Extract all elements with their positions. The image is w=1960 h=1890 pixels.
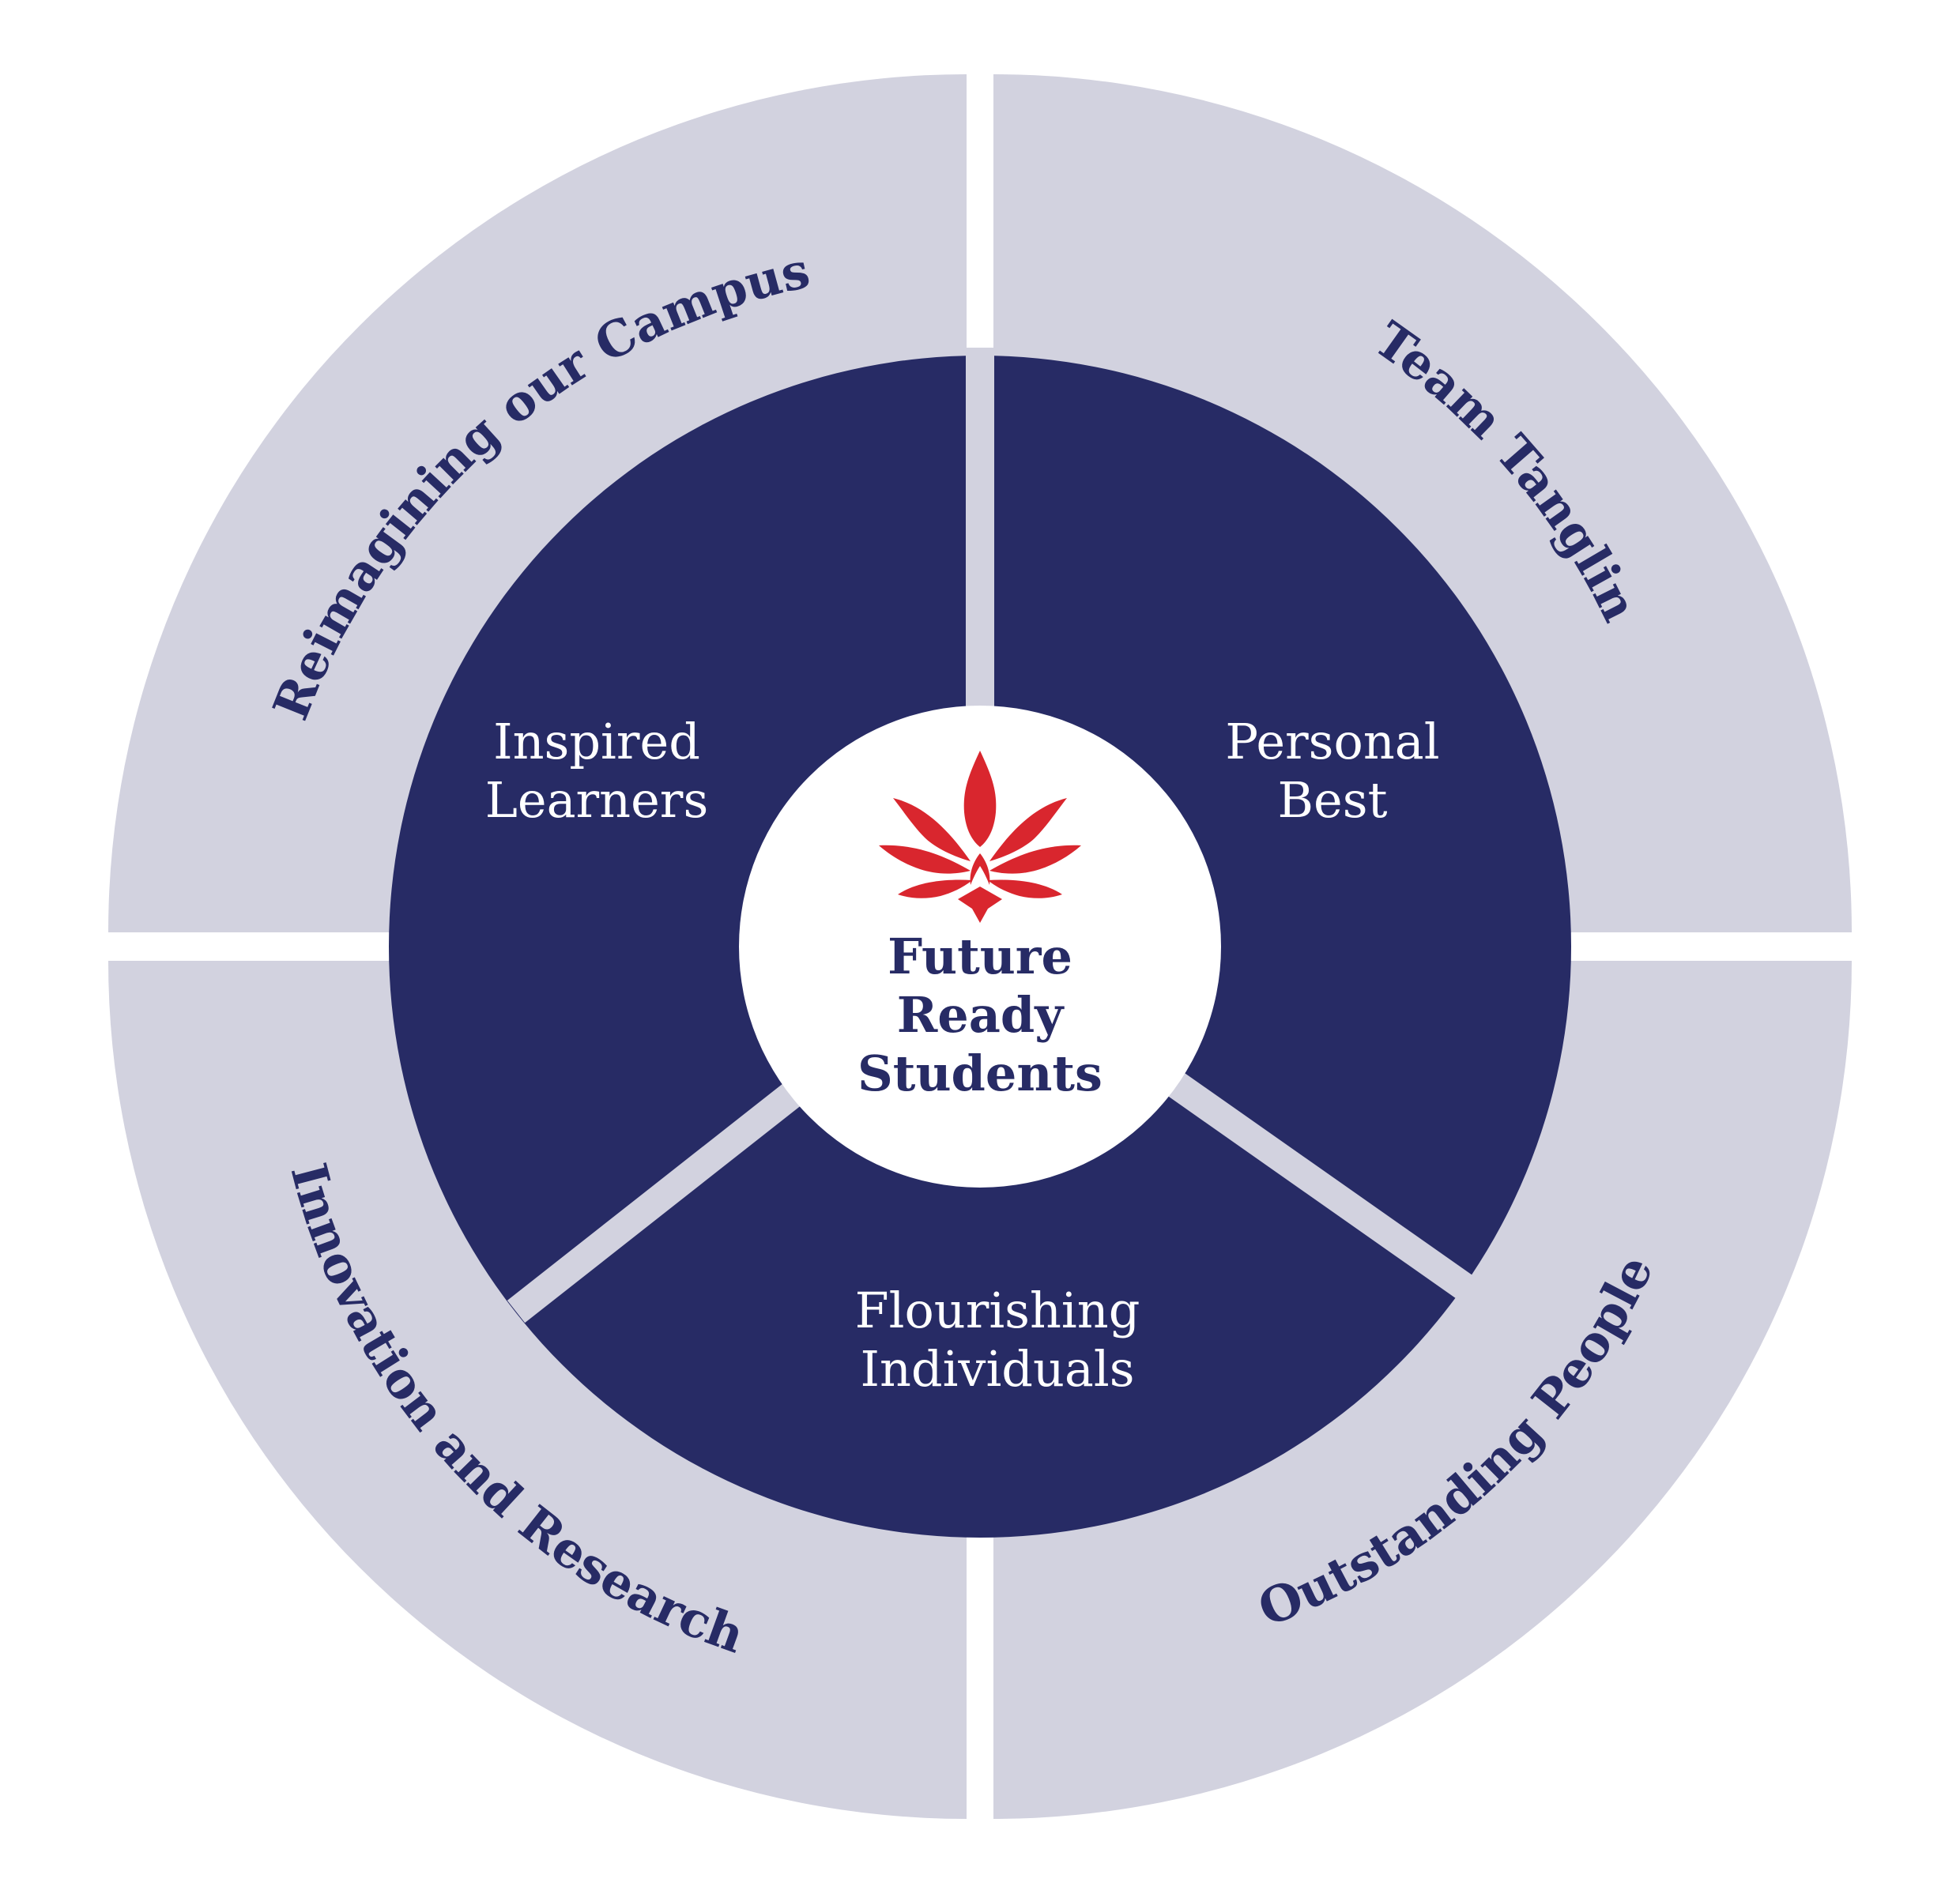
fleur-emblem-icon	[879, 751, 1081, 923]
inner-label-line1: Personal	[1225, 713, 1439, 770]
center-label-future-ready-students: Future Ready Students	[858, 928, 1102, 1102]
inner-label-line2: Best	[1278, 771, 1388, 829]
inner-label-personal-best: Personal Best	[1225, 713, 1439, 829]
inner-label-line1: Inspired	[493, 713, 700, 770]
inner-label-flourishing-individuals: Flourishing Individuals	[855, 1282, 1140, 1398]
center-circle	[739, 706, 1221, 1188]
inner-label-line2: Learners	[485, 771, 709, 829]
inner-label-line1: Flourishing	[855, 1282, 1140, 1339]
center-label-line2: Ready	[897, 986, 1065, 1044]
inner-label-line2: Individuals	[860, 1340, 1134, 1398]
center-label-line1: Future	[888, 928, 1072, 985]
inner-label-inspired-learners: Inspired Learners	[485, 713, 709, 829]
center-label-line3: Students	[858, 1045, 1102, 1102]
